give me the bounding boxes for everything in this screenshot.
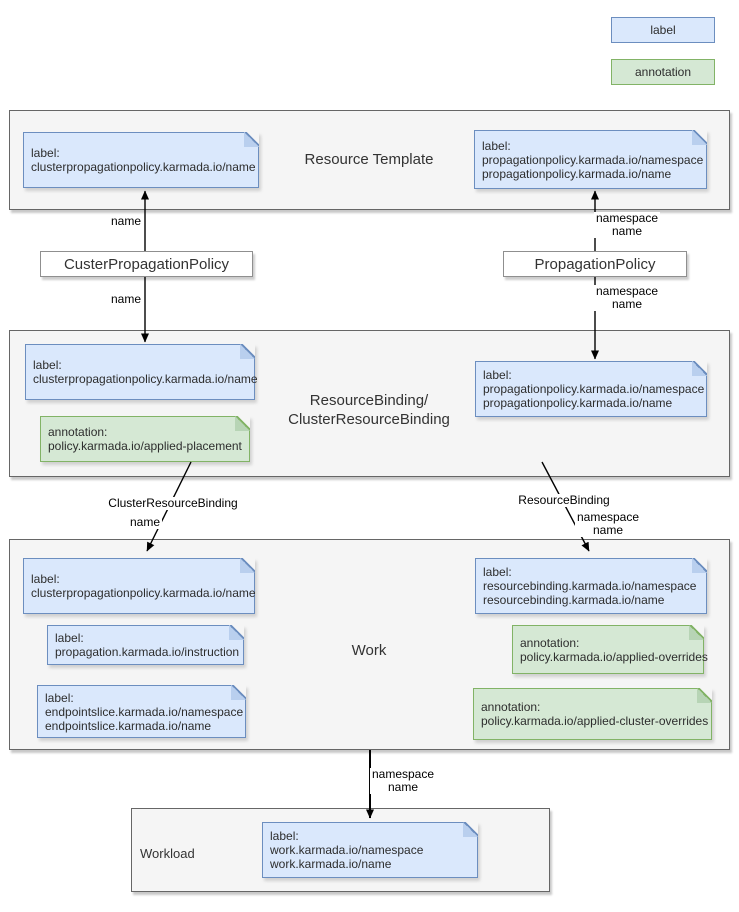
- propagation-policy-label: PropagationPolicy: [534, 255, 656, 273]
- edge-label-line: namespace: [595, 211, 659, 225]
- note-line: work.karmada.io/name: [270, 857, 392, 871]
- legend-label-text: label: [650, 23, 676, 37]
- cluster-propagation-policy-label: CusterPropagationPolicy: [63, 255, 230, 273]
- note-line: clusterpropagationpolicy.karmada.io/name: [31, 586, 256, 600]
- note-line: label:: [31, 146, 60, 160]
- note-fold-icon: [229, 625, 244, 640]
- note-fold-icon: [244, 132, 259, 147]
- note-line: annotation:: [520, 635, 580, 650]
- edge-label-pp-to-template: namespace name: [593, 211, 661, 238]
- note-fold-icon: [697, 688, 712, 703]
- workload-title: Workload: [140, 846, 195, 861]
- note-fold-icon: [692, 558, 707, 573]
- note-fold-icon: [692, 130, 707, 145]
- cluster-propagation-policy-box: CusterPropagationPolicy: [40, 251, 253, 277]
- note-line: endpointslice.karmada.io/name: [45, 718, 212, 733]
- note-rb-propagationpolicy-label: label: propagationpolicy.karmada.io/name…: [475, 361, 707, 417]
- note-line: label:: [45, 690, 74, 705]
- edge-label-line: name: [592, 523, 624, 537]
- note-fold-icon: [240, 344, 255, 359]
- edge-label-resourcebinding: ResourceBinding: [516, 493, 612, 507]
- note-fold-icon: [692, 361, 707, 376]
- propagation-policy-box: PropagationPolicy: [503, 251, 687, 277]
- resource-binding-title-line1: ResourceBinding/: [309, 392, 429, 409]
- note-fold-icon: [231, 685, 246, 700]
- note-line: propagation.karmada.io/instruction: [55, 645, 240, 659]
- note-line: policy.karmada.io/applied-overrides: [520, 649, 708, 664]
- note-line: resourcebinding.karmada.io/namespace: [483, 579, 697, 593]
- note-work-instruction-label: label: propagation.karmada.io/instructio…: [47, 625, 244, 665]
- note-workload-work-label: label: work.karmada.io/namespace work.ka…: [262, 822, 478, 878]
- note-work-applied-overrides-annotation: annotation: policy.karmada.io/applied-ov…: [512, 625, 708, 674]
- edge-label-line: namespace: [371, 767, 435, 781]
- note-line: policy.karmada.io/applied-placement: [48, 439, 242, 453]
- resource-binding-title-line2: ClusterResourceBinding: [288, 411, 450, 428]
- note-line: propagationpolicy.karmada.io/name: [483, 396, 673, 410]
- note-line: policy.karmada.io/applied-cluster-overri…: [481, 714, 709, 728]
- note-line: label:: [483, 565, 512, 579]
- note-line: work.karmada.io/namespace: [270, 843, 424, 857]
- edge-label-clusterresourcebinding-name: name: [127, 515, 163, 529]
- edge-label-line: name: [387, 780, 419, 794]
- edge-label-pp-to-binding: namespace name: [593, 284, 661, 311]
- note-work-resourcebinding-label: label: resourcebinding.karmada.io/namesp…: [475, 558, 707, 614]
- edge-label-line: name: [611, 224, 643, 238]
- note-work-applied-cluster-overrides-annotation: annotation: policy.karmada.io/applied-cl…: [473, 688, 712, 740]
- note-rt-propagationpolicy-label: label: propagationpolicy.karmada.io/name…: [474, 130, 707, 189]
- resource-binding-title: ResourceBinding/ ClusterResourceBinding: [288, 391, 450, 429]
- note-fold-icon: [235, 416, 250, 431]
- note-work-endpointslice-label: label: endpointslice.karmada.io/namespac…: [37, 685, 246, 738]
- note-fold-icon: [463, 822, 478, 837]
- note-fold-icon: [240, 558, 255, 573]
- edge-label-line: namespace: [595, 284, 659, 298]
- resource-template-title: Resource Template: [304, 151, 434, 168]
- note-work-clusterpropagationpolicy-label: label: clusterpropagationpolicy.karmada.…: [23, 558, 256, 614]
- note-line: clusterpropagationpolicy.karmada.io/name: [33, 372, 258, 386]
- note-line: propagationpolicy.karmada.io/name: [482, 166, 672, 181]
- note-rb-applied-placement-annotation: annotation: policy.karmada.io/applied-pl…: [40, 416, 250, 462]
- note-line: label:: [482, 138, 511, 153]
- edge-label-line: name: [611, 297, 643, 311]
- note-line: propagationpolicy.karmada.io/namespace: [482, 152, 704, 167]
- note-line: label:: [33, 358, 62, 372]
- note-line: annotation:: [481, 700, 541, 714]
- note-line: label:: [270, 829, 299, 843]
- note-line: annotation:: [48, 425, 108, 439]
- edge-label-clusterresourcebinding: ClusterResourceBinding: [106, 496, 240, 510]
- legend-annotation-swatch: annotation: [611, 59, 715, 85]
- legend-label-swatch: label: [611, 17, 715, 43]
- legend-annotation-text: annotation: [634, 65, 692, 79]
- edge-label-line: namespace: [576, 510, 640, 524]
- note-line: clusterpropagationpolicy.karmada.io/name: [31, 160, 256, 174]
- note-line: resourcebinding.karmada.io/name: [483, 593, 665, 607]
- edge-label-resourcebinding-fields: namespace name: [574, 510, 642, 537]
- edge-label-work-to-workload: namespace name: [369, 767, 437, 794]
- note-line: label:: [31, 572, 60, 586]
- note-line: endpointslice.karmada.io/namespace: [45, 704, 244, 719]
- note-rb-clusterpropagationpolicy-label: label: clusterpropagationpolicy.karmada.…: [25, 344, 258, 400]
- work-title: Work: [351, 642, 387, 659]
- edge-label-cpp-to-template: name: [108, 214, 144, 228]
- note-line: label:: [483, 368, 512, 382]
- note-line: propagationpolicy.karmada.io/namespace: [483, 382, 705, 396]
- note-line: label:: [55, 631, 84, 645]
- note-rt-clusterpropagationpolicy-label: label: clusterpropagationpolicy.karmada.…: [23, 132, 259, 188]
- edge-label-cpp-to-binding: name: [108, 292, 144, 306]
- note-fold-icon: [689, 625, 704, 640]
